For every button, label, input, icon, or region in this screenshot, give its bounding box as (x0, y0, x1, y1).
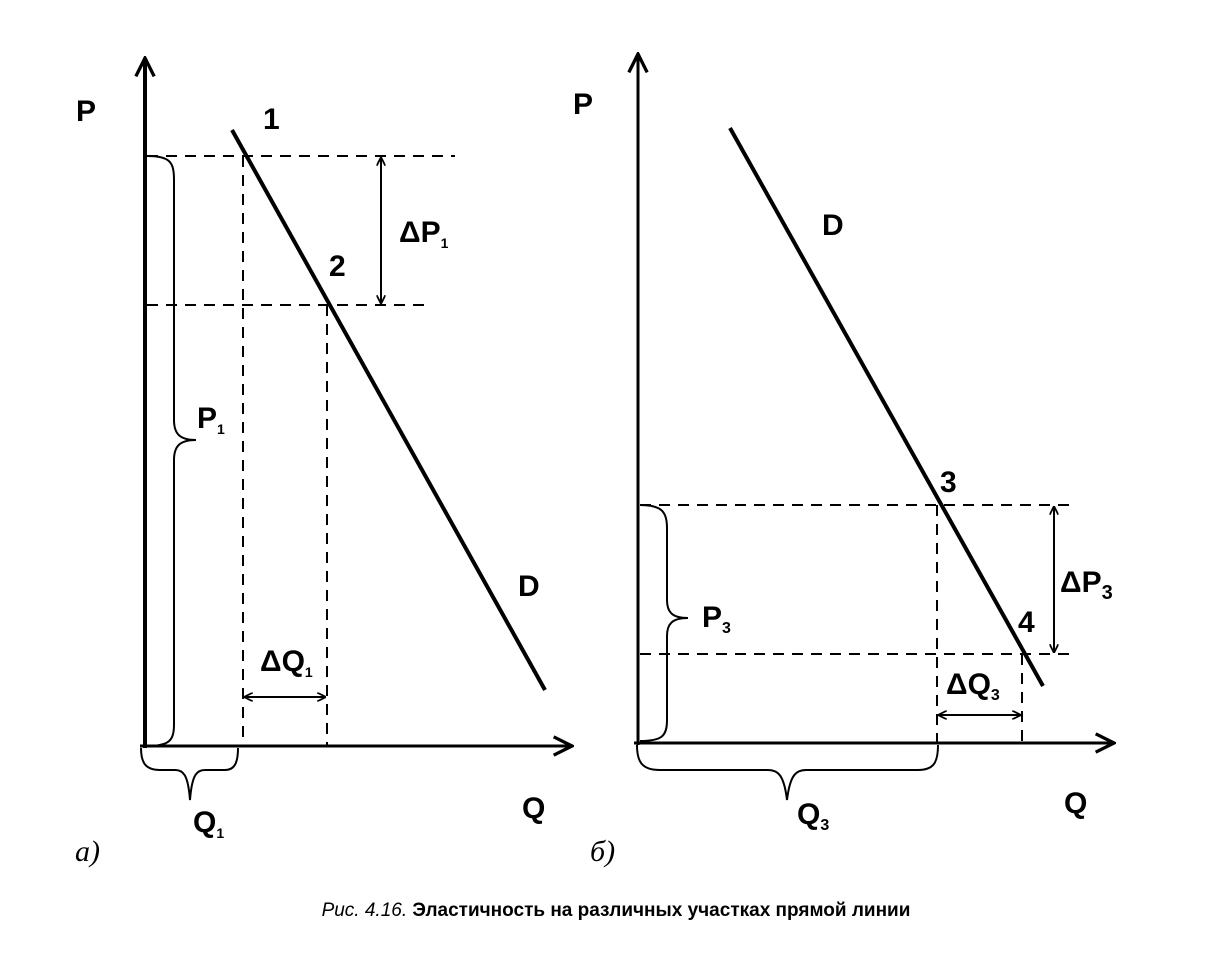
panel-b-price-label: P3 (702, 601, 731, 637)
panel-a-x-axis-label: Q (522, 792, 545, 825)
panel-a-demand-line (230, 129, 547, 691)
figure-caption: Рис. 4.16. Эластичность на различных уча… (0, 900, 1232, 922)
panel-b: P Q D 3 4 ΔP3 ΔQ3 P3 Q3 б) (573, 54, 1114, 868)
panel-b-x-axis-label: Q (1064, 787, 1087, 820)
panel-b-point-3: 3 (940, 466, 957, 499)
panel-b-delta-p-label: ΔP3 (1060, 566, 1113, 604)
panel-b-point-4: 4 (1018, 606, 1035, 639)
panel-a: P Q 1 2 D ΔP1 ΔQ1 P1 Q1 а) (75, 58, 572, 868)
panel-b-q-brace (636, 744, 939, 801)
panel-b-demand-line (728, 127, 1045, 687)
panel-a-point-1: 1 (263, 103, 280, 136)
panel-a-p-brace (146, 155, 197, 747)
panel-a-y-axis-label: P (76, 95, 96, 128)
panel-a-demand-label: D (518, 570, 540, 603)
panel-b-p-brace (639, 504, 689, 742)
panel-a-quantity-label: Q1 (193, 806, 224, 841)
panel-b-delta-q-label: ΔQ3 (946, 668, 1000, 704)
panel-a-delta-q-label: ΔQ1 (260, 645, 313, 680)
panel-b-guides (640, 504, 1073, 742)
panel-a-delta-p-label: ΔP1 (399, 216, 449, 251)
caption-ref: Рис. 4.16. (321, 900, 408, 921)
panel-b-y-axis-label: P (573, 88, 593, 121)
panel-a-price-label: P1 (197, 402, 225, 437)
caption-text: Эластичность на различных участках прямо… (412, 900, 911, 921)
panel-b-tag: б) (590, 835, 615, 868)
panel-a-guides (147, 155, 455, 746)
panel-b-demand-label: D (822, 209, 844, 242)
panel-b-quantity-label: Q3 (797, 798, 829, 834)
panel-a-tag: а) (75, 835, 100, 868)
panel-a-q-brace (140, 747, 239, 801)
panel-a-point-2: 2 (329, 250, 346, 283)
